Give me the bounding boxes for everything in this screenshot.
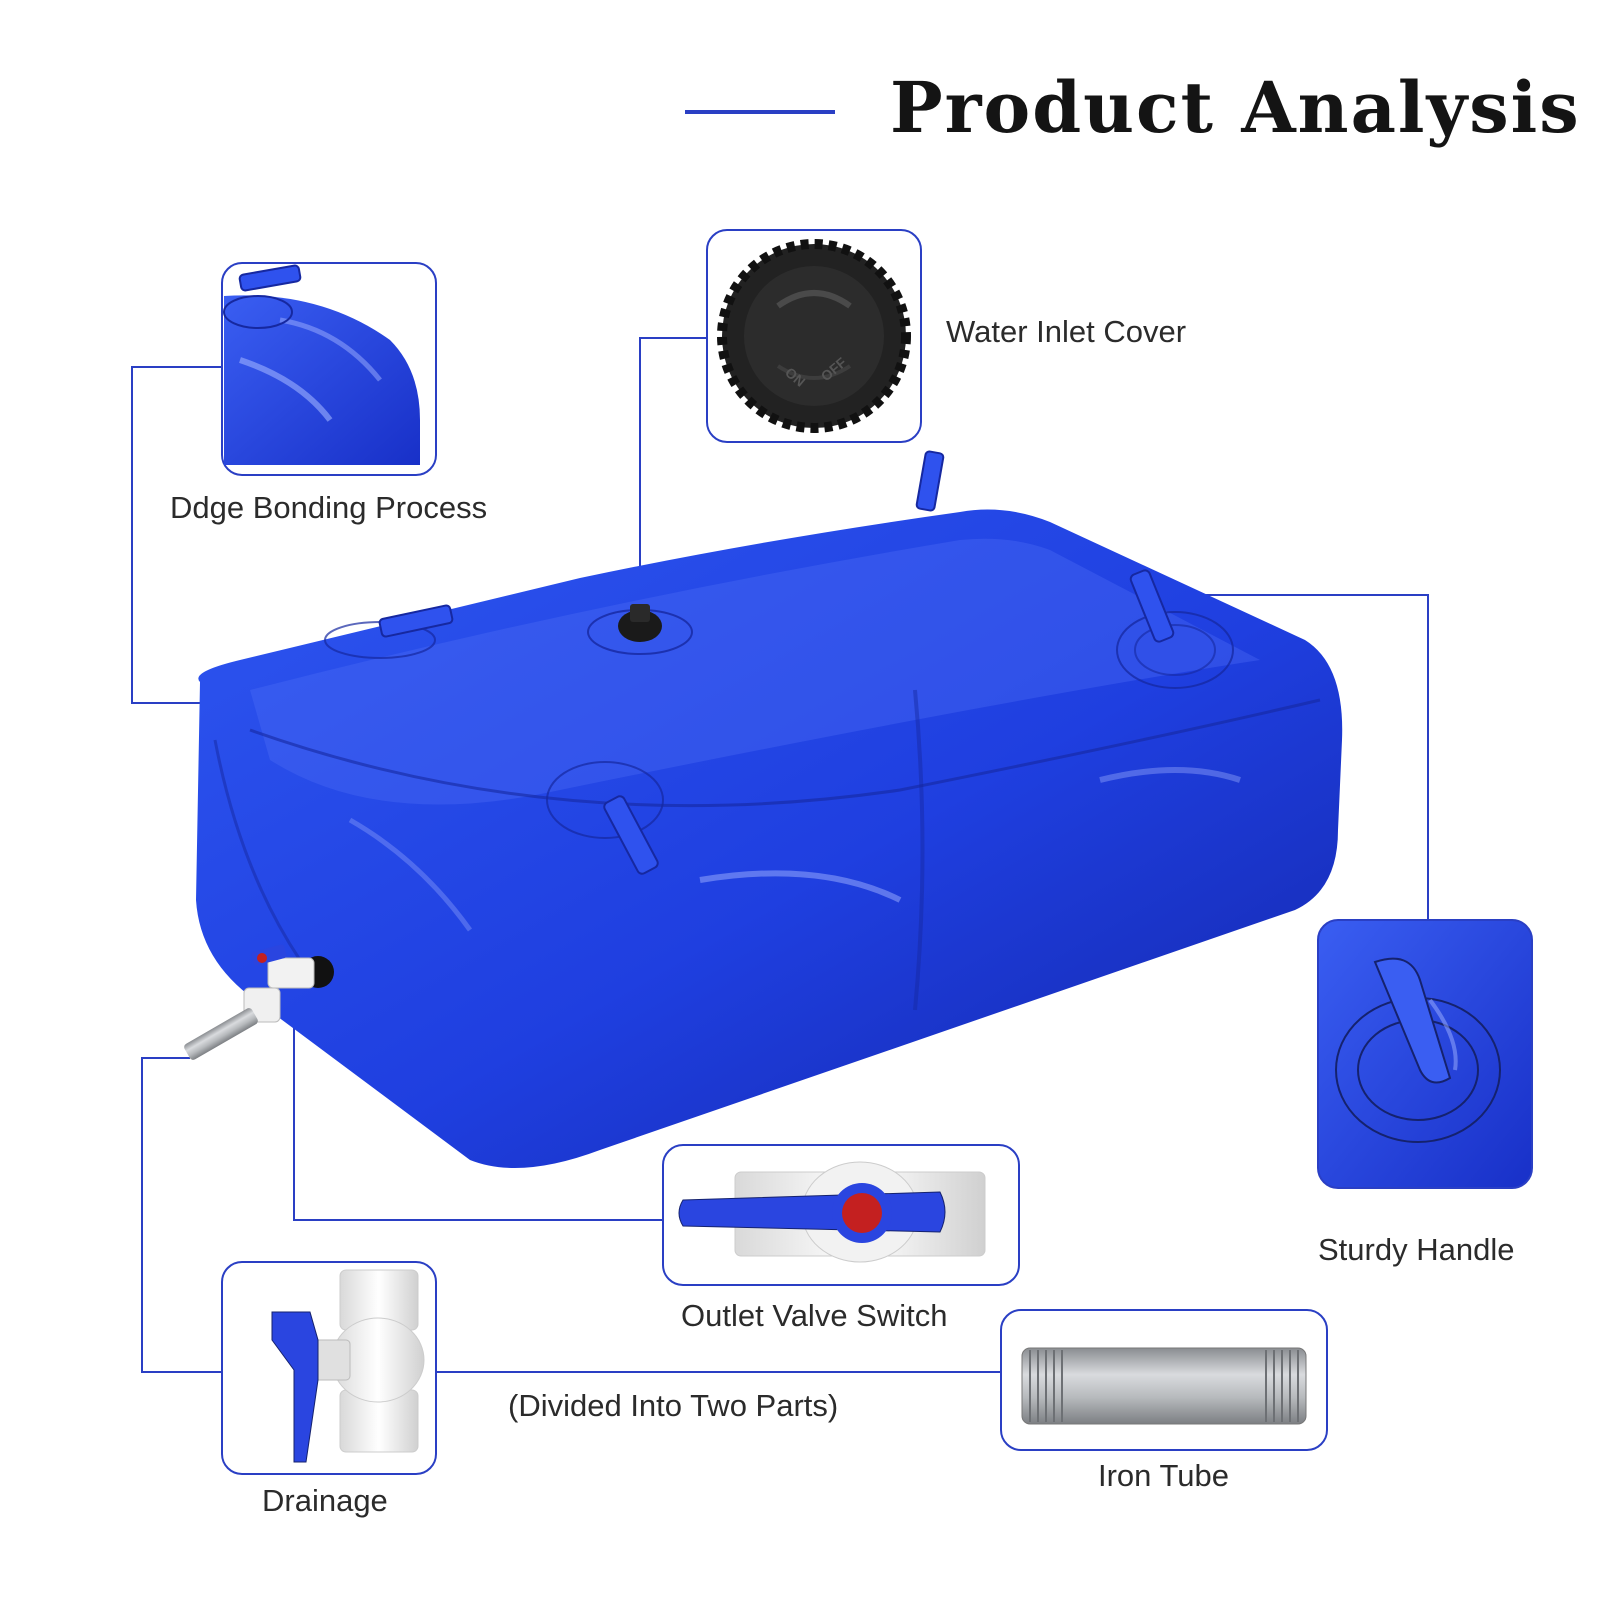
sturdy-handle-label: Sturdy Handle (1318, 1232, 1515, 1267)
handle-strap-icon (915, 450, 945, 512)
water-inlet-cover-thumbnail: ON OFF (706, 229, 922, 443)
connector-water-inlet (639, 337, 707, 610)
tank-gloss (1099, 767, 1241, 783)
tank-gloss (348, 817, 473, 932)
water-tank (184, 450, 1343, 1168)
tank-body (196, 509, 1343, 1168)
handle-strap-icon (1129, 569, 1175, 643)
handle-base-icon (546, 761, 664, 839)
iron-tube-label: Iron Tube (1098, 1458, 1229, 1493)
connector-drainage (141, 1057, 222, 1373)
sturdy-handle-thumbnail (1317, 919, 1533, 1189)
connector-outlet-valve (293, 1008, 663, 1221)
iron-tube-thumbnail (1000, 1309, 1328, 1451)
outlet-valve-switch-thumbnail (662, 1144, 1020, 1286)
water-inlet-label: Water Inlet Cover (946, 314, 1187, 349)
tank-top-highlight (250, 538, 1260, 805)
tank-seam-front (249, 698, 1321, 808)
connector-sturdy-handle (1165, 594, 1429, 920)
page-title: Product Analysis (890, 66, 1581, 149)
drainage-label: Drainage (262, 1483, 388, 1518)
handle-base-icon (1134, 624, 1216, 676)
handle-strap-icon (378, 604, 454, 638)
edge-bonding-thumbnail (221, 262, 437, 476)
tank-seam-vertical (913, 689, 925, 1011)
edge-bonding-label: Ddge Bonding Process (170, 490, 488, 525)
drainage-thumbnail (221, 1261, 437, 1475)
connector-lines (131, 337, 1429, 1373)
tank-outlet-assembly-icon (184, 944, 334, 1060)
inlet-cap-icon (618, 610, 662, 642)
handle-strap-icon (603, 795, 659, 875)
outlet-valve-label: Outlet Valve Switch (681, 1298, 948, 1333)
inlet-cap-icon (630, 604, 650, 622)
tank-gloss (699, 870, 902, 903)
divided-note-label: (Divided Into Two Parts) (508, 1388, 839, 1423)
tank-seam-side (213, 739, 302, 961)
handle-base-icon (1116, 611, 1234, 689)
